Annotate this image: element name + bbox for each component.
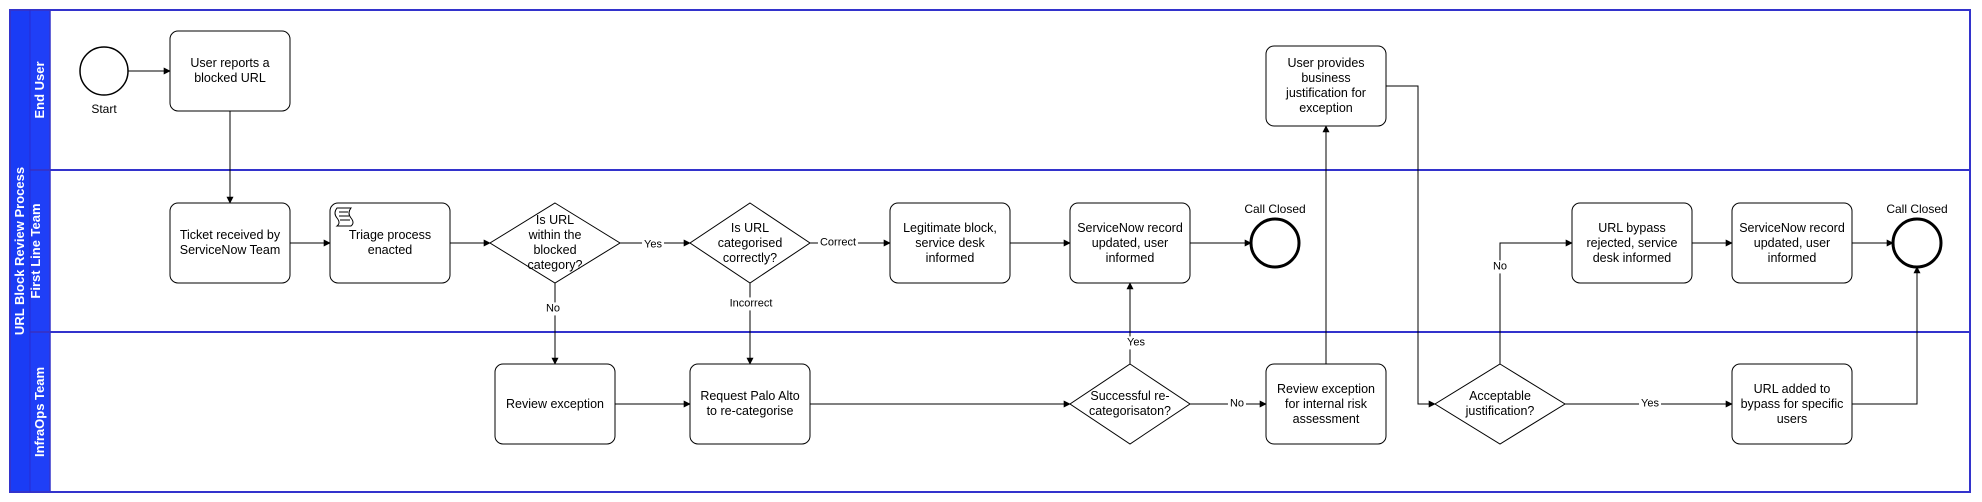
script-icon — [334, 207, 354, 227]
url-added-bypass-label: URL added to bypass for specific users — [1740, 381, 1844, 426]
review-internal-risk-label: Review exception for internal risk asses… — [1277, 381, 1375, 426]
lane-header-first-line — [30, 170, 50, 332]
servicenow-updated-1-label: ServiceNow record updated, user informed — [1077, 220, 1183, 265]
start-label: Start — [91, 101, 117, 116]
call-closed-1-label: Call Closed — [1244, 201, 1306, 216]
lane-label-end-user: End User — [31, 61, 47, 119]
edge-justification-to-gateway4 — [1386, 85, 1436, 408]
gateway4-label: Acceptable justification? — [1465, 389, 1535, 418]
pool — [9, 9, 1971, 493]
end-event-2[interactable] — [1891, 217, 1943, 269]
user-justification-label: User provides business justification for… — [1286, 56, 1366, 115]
edge-label-gateway4-no: No — [1490, 260, 1510, 274]
edge-bypass-to-end2 — [1852, 266, 1921, 405]
edge-label-gateway2-correct: Correct — [817, 236, 859, 250]
servicenow-updated-2-label: ServiceNow record updated, user informed — [1739, 220, 1845, 265]
gateway2-label: Is URL categorised correctly? — [717, 220, 783, 265]
review-exception-label: Review exception — [506, 396, 604, 411]
pool-title-line2: First Line Team — [28, 203, 43, 299]
edge-label-gateway2-incorrect: Incorrect — [727, 297, 775, 311]
end-event-1[interactable] — [1249, 217, 1301, 269]
ticket-received-label: Ticket received by ServiceNow Team — [179, 228, 281, 257]
pool-title-line1: URL Block Review Process — [11, 166, 27, 336]
gateway-acceptable-justification[interactable] — [1434, 363, 1566, 445]
gateway-successful-recat[interactable] — [1069, 363, 1191, 445]
gateway1-label: Is URL within the blocked category? — [527, 213, 583, 272]
lane-header-end-user — [30, 10, 50, 170]
edge-label-gateway3-yes: Yes — [1125, 336, 1147, 350]
start-event[interactable] — [79, 46, 129, 96]
edge-label-gateway1-no: No — [543, 302, 563, 316]
edge-label-gateway3-no: No — [1227, 397, 1247, 411]
url-bypass-rejected-label: URL bypass rejected, service desk inform… — [1586, 220, 1678, 265]
pool-border — [9, 9, 1971, 493]
request-palo-alto-label: Request Palo Alto to re-categorise — [700, 389, 800, 418]
triage-label: Triage process enacted — [348, 228, 432, 257]
gateway3-label: Successful re-categorisaton? — [1089, 389, 1172, 418]
legit-block-label: Legitimate block, service desk informed — [903, 220, 997, 265]
user-reports-label: User reports a blocked URL — [190, 56, 270, 85]
edge-gateway4-no — [1499, 239, 1573, 364]
pool-title: URL Block Review Process First Line Team — [12, 167, 45, 335]
edge-label-gateway1-yes: Yes — [642, 238, 664, 252]
edge-label-gateway4-yes: Yes — [1639, 397, 1661, 411]
lane-label-infraops: InfraOps Team — [31, 366, 47, 458]
lane-header-infraops — [30, 332, 50, 492]
call-closed-2-label: Call Closed — [1886, 201, 1948, 216]
